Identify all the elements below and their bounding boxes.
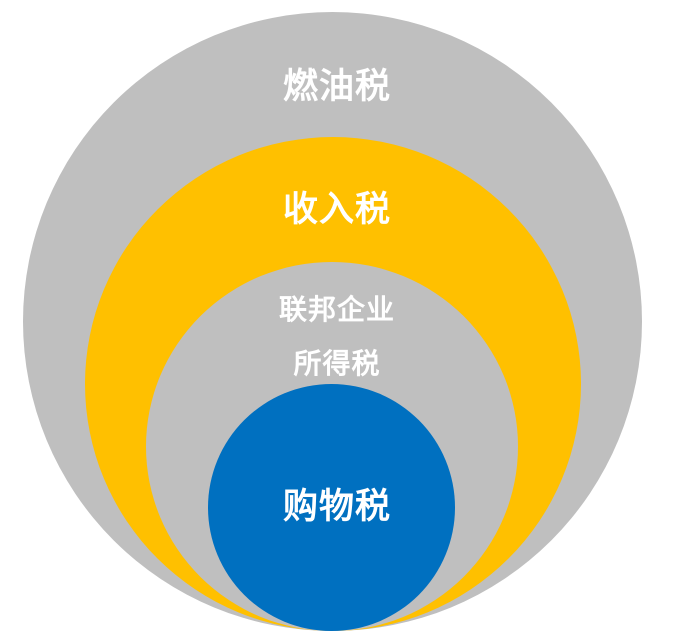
federal-corporate-label-line2: 所得税 (293, 347, 381, 380)
sales-tax-label: 购物税 (282, 487, 391, 527)
sales-tax-circle (208, 384, 455, 631)
income-tax-label: 收入税 (282, 190, 391, 230)
fuel-tax-label: 燃油税 (282, 67, 391, 107)
federal-corporate-label-line1: 联邦企业 (278, 293, 395, 326)
